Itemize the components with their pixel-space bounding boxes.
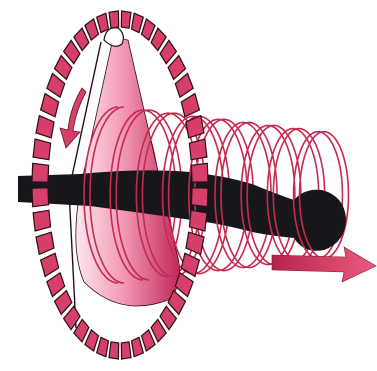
ring-segment (109, 342, 119, 359)
ring-segment (33, 210, 51, 231)
ring-segment (132, 337, 144, 356)
ring-segment (97, 13, 109, 32)
ring-segment (47, 273, 65, 297)
ring-segment (32, 163, 49, 182)
ring-segment (33, 139, 51, 160)
ring-segment (132, 13, 144, 32)
ring-segment (175, 73, 193, 97)
ring-segment (121, 342, 131, 359)
patient-body (18, 170, 346, 250)
ring-segment (186, 232, 204, 254)
ring-segment (191, 163, 208, 182)
ring-segment (109, 11, 119, 28)
ring-segment (85, 330, 99, 351)
x-ray-source-icon (104, 28, 123, 47)
ring-segment (189, 210, 207, 231)
table-motion-arrow (272, 247, 376, 282)
ring-segment (47, 73, 65, 97)
ring-segment (189, 139, 207, 160)
ring-segment (32, 188, 49, 207)
ring-segment (36, 232, 54, 254)
ring-segment (186, 116, 204, 138)
ring-segment (191, 188, 208, 207)
ring-segment (181, 94, 199, 117)
ring-segment (142, 330, 156, 351)
ring-segment (121, 11, 131, 28)
rotation-direction-arrow (60, 88, 86, 148)
ring-segment (41, 94, 59, 117)
ring-segment (85, 19, 99, 40)
ring-segment (41, 253, 59, 276)
ring-segment (36, 116, 54, 138)
ring-segment (97, 337, 109, 356)
ring-segment (142, 19, 156, 40)
